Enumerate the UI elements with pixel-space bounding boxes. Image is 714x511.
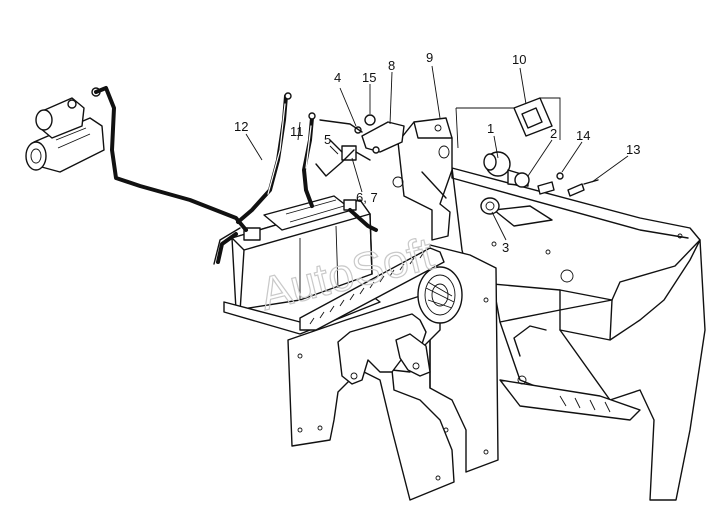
mount-bracket: [392, 117, 453, 241]
callout-10: 10: [512, 52, 526, 67]
knob-and-sensors: [480, 151, 599, 215]
callout-8: 8: [388, 58, 395, 73]
callout-5: 5: [324, 132, 331, 147]
callout-4: 4: [334, 70, 341, 85]
callout-1: 1: [487, 121, 494, 136]
vent-disc: [417, 266, 463, 324]
leader-lines: [245, 65, 629, 241]
switch-assembly: [329, 114, 405, 161]
battery: [213, 195, 381, 335]
chassis-frame: [451, 167, 706, 501]
callout-13: 13: [626, 142, 640, 157]
callout-3: 3: [502, 240, 509, 255]
plate-10: [455, 97, 561, 149]
callout-11: 11: [290, 124, 304, 139]
callout-6-7: 6, 7: [356, 190, 378, 205]
callout-labels: 1 2 3 4 5 6, 7 8 9 10 11 12 13 14 15: [234, 50, 640, 255]
callout-12: 12: [234, 119, 248, 134]
starter-motor: [25, 87, 105, 173]
callout-9: 9: [426, 50, 433, 65]
callout-14: 14: [576, 128, 590, 143]
callout-2: 2: [550, 126, 557, 141]
tray-rail: [299, 247, 445, 331]
callout-15: 15: [362, 70, 376, 85]
cables: [94, 86, 378, 264]
lower-plate: [287, 295, 455, 501]
